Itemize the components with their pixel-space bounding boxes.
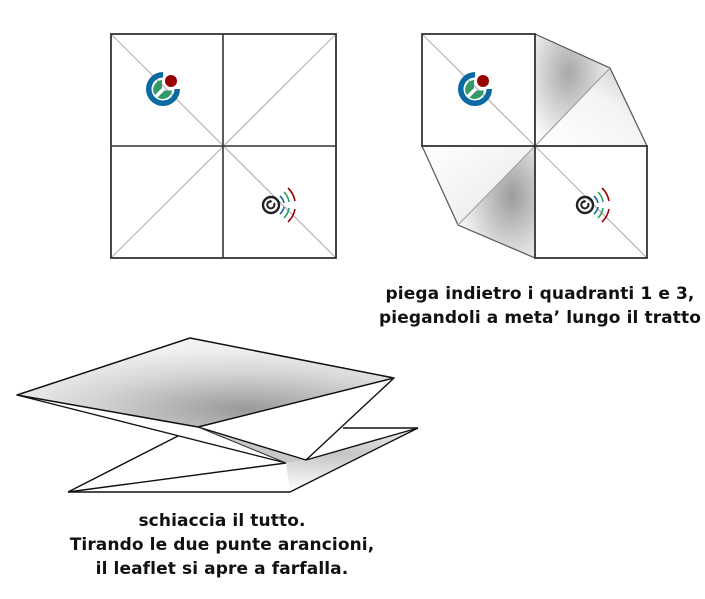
- caption-step-2-line-1: piega indietro i quadranti 1 e 3,: [385, 284, 695, 304]
- figure-flat-square: [110, 33, 337, 259]
- square-outline: [110, 33, 337, 259]
- figure-fold-quadrants: [421, 33, 648, 259]
- caption-step-3-line-3: il leaflet si apre a farfalla.: [95, 559, 349, 579]
- caption-step-2: piega indietro i quadranti 1 e 3, piegan…: [370, 282, 705, 330]
- caption-step-3: schiaccia il tutto. Tirando le due punte…: [52, 509, 392, 581]
- quadrant-top-left: [421, 33, 536, 147]
- caption-step-3-line-1: schiaccia il tutto.: [138, 511, 306, 531]
- folded-flap-top-right: [535, 34, 610, 146]
- caption-step-3-line-2: Tirando le due punte arancioni,: [69, 535, 375, 555]
- folded-flap-bottom-left: [422, 146, 535, 225]
- top-folded-sheet: [16, 337, 395, 428]
- figure-flattened-leaflet: [16, 337, 419, 493]
- quadrant-bottom-right: [534, 145, 648, 259]
- caption-step-2-line-2: piegandoli a meta’ lungo il tratto: [379, 308, 701, 328]
